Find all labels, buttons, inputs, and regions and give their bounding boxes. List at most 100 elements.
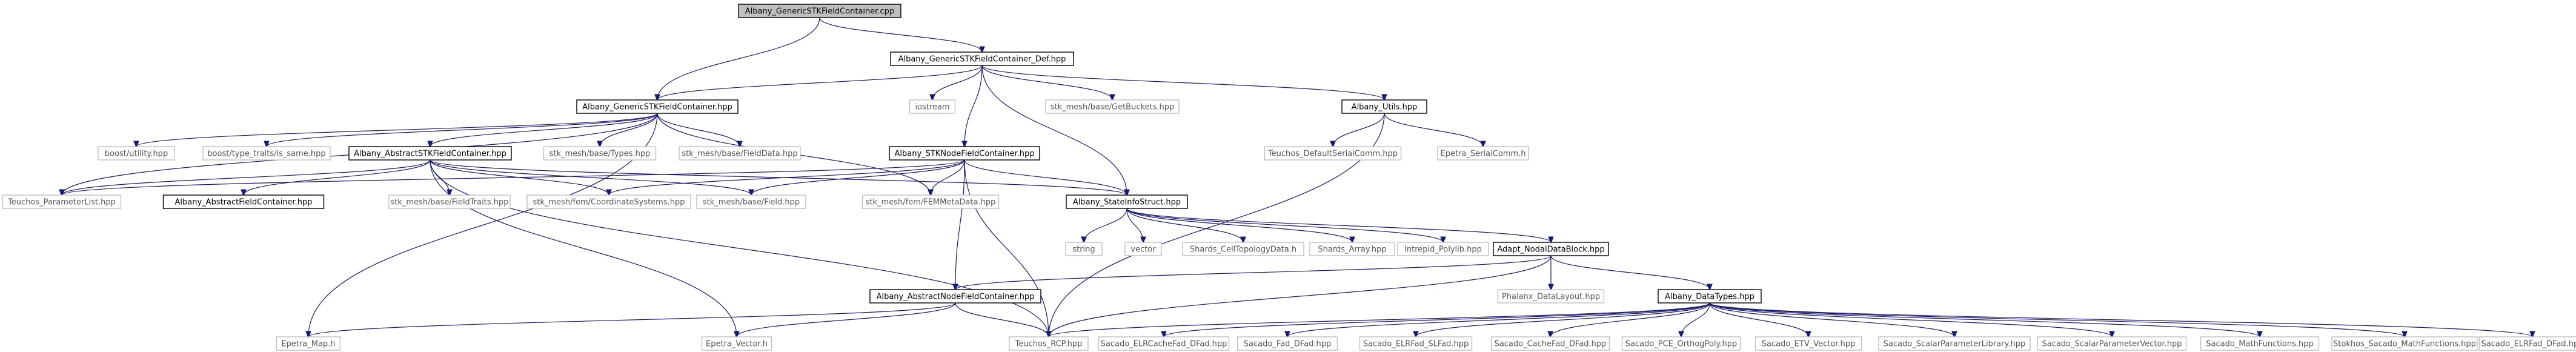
node-box-shardsarr — [1309, 242, 1395, 256]
node-label-epvec: Epetra_Vector.h — [706, 340, 768, 349]
node-label-elrslfad: Sacado_ELRFad_SLFad.hpp — [1363, 340, 1469, 349]
edge-absnodal-to-rcp — [955, 302, 1049, 337]
node-label-polylib: Intrepid_Polylib.hpp — [1404, 245, 1482, 254]
node-label-epmap: Epetra_Map.h — [281, 340, 335, 349]
edge-stateinfo-to-polylib — [1126, 208, 1443, 242]
edge-datatypes-to-stokhos — [1709, 302, 2405, 337]
edge-gen-to-fielddata — [657, 113, 740, 147]
edge-nodal-to-femmeta — [931, 159, 965, 195]
node-polylib: Intrepid_Polylib.hpp — [1397, 242, 1489, 256]
node-label-absnodal: Albany_AbstractNodeFieldContainer.hpp — [877, 293, 1035, 302]
edge-nodal-to-field — [751, 159, 965, 195]
node-box-stokhos — [2331, 336, 2478, 351]
edge-root-to-gen — [657, 17, 820, 100]
edge-stateinfo-to-celltopo — [1126, 208, 1243, 242]
edge-abstk-to-fieldtraits — [430, 159, 450, 195]
node-box-elrdfad — [2478, 336, 2576, 351]
node-pce: Sacado_PCE_OrthogPoly.hpp — [1621, 336, 1741, 351]
edge-abstk-to-epvec — [430, 159, 737, 337]
node-box-femmeta — [861, 194, 1000, 209]
node-label-paramlist: Teuchos_ParameterList.hpp — [7, 198, 116, 207]
node-box-vector — [1124, 242, 1162, 256]
node-box-rcp — [1009, 336, 1089, 351]
node-fad: Sacado_Fad_DFad.hpp — [1237, 336, 1338, 351]
node-box-string — [1065, 242, 1103, 256]
node-label-elrcache: Sacado_ELRCacheFad_DFad.hpp — [1101, 340, 1227, 349]
node-adapt[interactable]: Adapt_NodalDataBlock.hpp — [1493, 242, 1609, 256]
edge-absnodal-to-epmap — [308, 302, 956, 337]
node-boostutil: boost/utility.hpp — [98, 146, 175, 161]
node-utils[interactable]: Albany_Utils.hpp — [1341, 99, 1427, 114]
edge-gen-to-types — [600, 113, 658, 147]
node-absnodal[interactable]: Albany_AbstractNodeFieldContainer.hpp — [869, 289, 1041, 304]
node-box-iostream — [909, 99, 956, 114]
node-label-etv: Sacado_ETV_Vector.hpp — [1762, 340, 1856, 349]
edge-utils-to-epserial — [1384, 113, 1483, 147]
node-box-root — [738, 4, 901, 18]
node-box-stateinfo — [1066, 194, 1188, 209]
node-iostream: iostream — [909, 99, 956, 114]
edge-datatypes-to-elrslfad — [1416, 302, 1710, 337]
node-label-scalarvec: Sacado_ScalarParameterVector.hpp — [2042, 340, 2182, 349]
node-femmeta: stk_mesh/fem/FEMMetaData.hpp — [861, 194, 1000, 209]
node-label-boostutil: boost/utility.hpp — [105, 150, 168, 159]
node-box-scalarlib — [1878, 336, 2031, 351]
node-layer: Albany_GenericSTKFieldContainer.cppAlban… — [2, 4, 2576, 351]
edge-adapt-to-datatypes — [1550, 255, 1710, 290]
node-label-celltopo: Shards_CellTopologyData.h — [1190, 245, 1296, 254]
node-label-fielddata: stk_mesh/base/FieldData.hpp — [682, 150, 797, 159]
node-label-field: stk_mesh/base/Field.hpp — [703, 198, 800, 207]
edge-layer — [62, 17, 2532, 337]
node-label-scalarlib: Sacado_ScalarParameterLibrary.hpp — [1884, 340, 2025, 349]
edge-root-to-def — [819, 17, 982, 52]
node-string: string — [1065, 242, 1103, 256]
edge-adapt-to-absnodal — [955, 255, 1552, 290]
node-rcp: Teuchos_RCP.hpp — [1009, 336, 1089, 351]
node-label-string: string — [1072, 245, 1095, 254]
node-stateinfo[interactable]: Albany_StateInfoStruct.hpp — [1066, 194, 1188, 209]
node-box-fielddata — [679, 146, 801, 161]
node-label-elrdfad: Sacado_ELRFad_DFad.hpp — [2481, 340, 2576, 349]
edge-abstk-to-field — [430, 159, 751, 195]
edge-nodal-to-coordsys — [609, 159, 965, 195]
node-epmap: Epetra_Map.h — [276, 336, 341, 351]
node-label-datatypes: Albany_DataTypes.hpp — [1665, 293, 1754, 302]
edge-stateinfo-to-shardsarr — [1126, 208, 1352, 242]
node-datatypes[interactable]: Albany_DataTypes.hpp — [1658, 289, 1762, 304]
node-absfield[interactable]: Albany_AbstractFieldContainer.hpp — [162, 194, 325, 209]
node-label-def: Albany_GenericSTKFieldContainer_Def.hpp — [898, 55, 1066, 64]
node-gen[interactable]: Albany_GenericSTKFieldContainer.hpp — [576, 99, 739, 114]
node-types: stk_mesh/base/Types.hpp — [543, 146, 657, 161]
node-root[interactable]: Albany_GenericSTKFieldContainer.cpp — [738, 4, 901, 18]
node-serialcomm: Teuchos_DefaultSerialComm.hpp — [1264, 146, 1402, 161]
node-boostsame: boost/type_traits/is_same.hpp — [202, 146, 331, 161]
node-paramlist: Teuchos_ParameterList.hpp — [2, 194, 122, 209]
node-coordsys: stk_mesh/fem/CoordinateSystems.hpp — [526, 194, 691, 209]
edge-def-to-utils — [981, 65, 1384, 100]
edge-utils-to-serialcomm — [1333, 113, 1385, 147]
edge-abstk-to-stateinfo — [430, 159, 1127, 195]
edge-datatypes-to-scalarvec — [1709, 302, 2112, 337]
node-cachefad: Sacado_CacheFad_DFad.hpp — [1490, 336, 1610, 351]
node-nodal[interactable]: Albany_STKNodeFieldContainer.hpp — [889, 146, 1040, 161]
node-epserial: Epetra_SerialComm.h — [1437, 146, 1529, 161]
node-fielddata: stk_mesh/base/FieldData.hpp — [679, 146, 801, 161]
edge-datatypes-to-elrcache — [1164, 302, 1710, 337]
node-elrcache: Sacado_ELRCacheFad_DFad.hpp — [1098, 336, 1230, 351]
node-box-etv — [1754, 336, 1862, 351]
node-box-epvec — [701, 336, 772, 351]
node-box-paramlist — [2, 194, 122, 209]
node-stokhos: Stokhos_Sacado_MathFunctions.hpp — [2331, 336, 2478, 351]
edge-datatypes-to-cachefad — [1550, 302, 1710, 337]
node-label-vector: vector — [1130, 245, 1156, 254]
node-fieldtraits: stk_mesh/base/FieldTraits.hpp — [388, 194, 511, 209]
node-label-boostsame: boost/type_traits/is_same.hpp — [207, 150, 325, 159]
node-label-stateinfo: Albany_StateInfoStruct.hpp — [1073, 198, 1181, 207]
node-abstk[interactable]: Albany_AbstractSTKFieldContainer.hpp — [348, 146, 512, 161]
node-box-field — [696, 194, 806, 209]
node-box-getbuckets — [1045, 99, 1180, 114]
edge-nodal-to-rcp — [964, 159, 1049, 337]
edge-abstk-to-absfield — [244, 159, 431, 195]
node-def[interactable]: Albany_GenericSTKFieldContainer_Def.hpp — [890, 51, 1074, 66]
